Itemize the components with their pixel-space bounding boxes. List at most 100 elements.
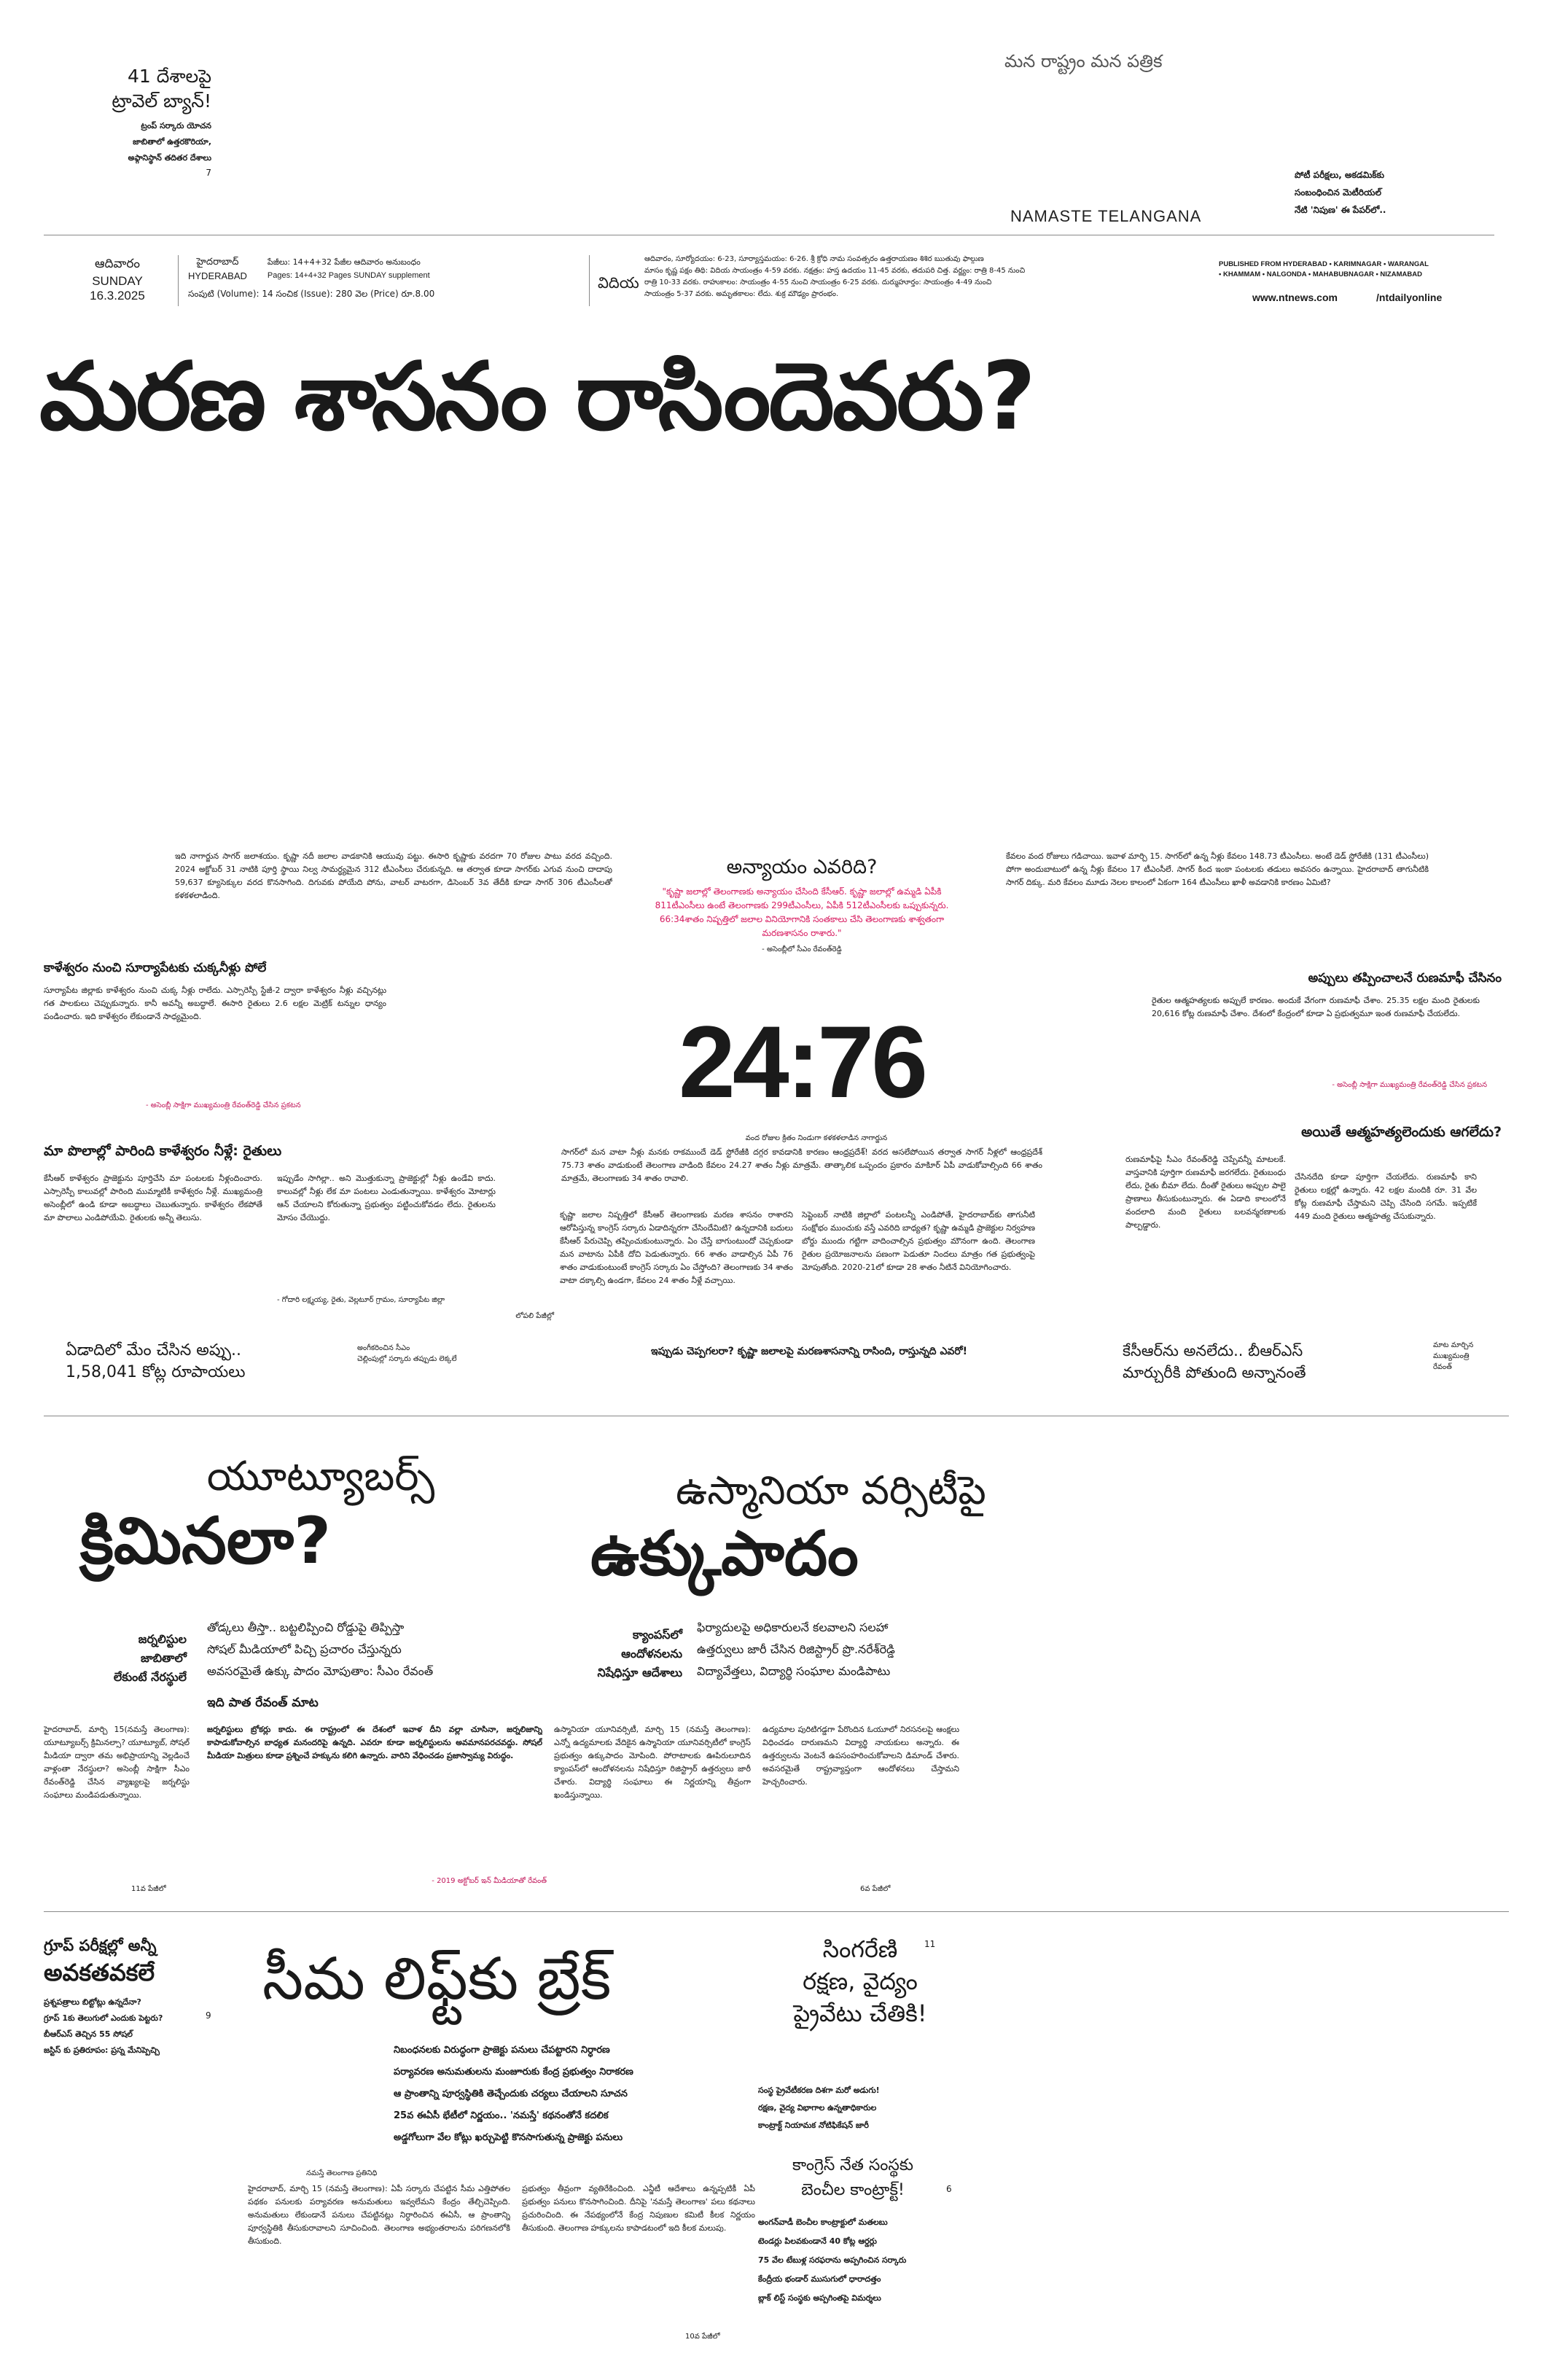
ratio-paragraph: సాగర్‌లో మన వాటా నీళ్లు మనకు రాకముందే డె… — [561, 1147, 1042, 1183]
loan-credit-line-2: చెల్లింపుల్లో సర్కారు తప్పుడు లెక్కలే — [357, 1355, 457, 1363]
farmers-body-2: ఇప్పుడేం సాగిల్లా.. అని మొత్తుకున్నా ప్ర… — [277, 1174, 496, 1222]
injustice-box-title: అన్యాయం ఎవరిది? — [726, 856, 878, 878]
tithi-label: విదియ — [598, 274, 639, 292]
panchangam-line-1: ఆదివారం, సూర్యోదయం: 6-23, సూర్యాస్తమయం: … — [644, 255, 984, 263]
injustice-box: అన్యాయం ఎవరిది? "కృష్ణా జలాల్లో తెలంగాణక… — [641, 854, 962, 955]
travel-ban-teaser[interactable]: 41 దేశాలపై ట్రావెల్ బ్యాన్! ట్రంప్ సర్కా… — [44, 64, 211, 178]
osmania-headline-1: ఉస్మానియా వర్సిటీపై — [676, 1467, 986, 1513]
loanwaiver-body: రైతుల ఆత్మహత్యలకు అప్పులే కారణం. అందుకే … — [1152, 996, 1480, 1018]
congress-page-number: 6 — [946, 2184, 952, 2194]
issue-date: 16.3.2025 — [90, 289, 145, 303]
osmania-body-2: ఉద్యమాల పురిటిగడ్డగా పేరొందిన ఓయూలో నిరస… — [762, 1725, 959, 1787]
osmania-side-3: నిషేధిస్తూ ఆదేశాలు — [597, 1666, 682, 1679]
lead-intro: ఇది నాగార్జున సాగర్ జలాశయం. కృష్ణా నదీ జ… — [175, 851, 612, 900]
youtubers-lead-1: తోడ్కలు తీస్తా.. బట్టలిప్పించి రోడ్డుపై … — [207, 1620, 405, 1634]
travel-ban-page-number: 7 — [206, 168, 211, 178]
seema-body-1: హైదరాబాద్, మార్చి 15 (నమస్తే తెలంగాణ): ఏ… — [248, 2184, 510, 2246]
kcr-headline-2: మార్చురీకి పోతుంది అన్నానంతే — [1123, 1364, 1306, 1381]
promo-line-1: పోటీ పరీక్షలు, అకడమిక్‌కు — [1295, 170, 1385, 180]
group-exams-teaser[interactable]: గ్రూప్ పరీక్షల్లో అన్నీ అవకతవకలే ప్రశ్నప… — [44, 1935, 262, 2059]
water-share-ratio: 24:76 — [678, 1004, 928, 1119]
date-block: ఆదివారం SUNDAY 16.3.2025 — [70, 257, 165, 303]
date-divider — [178, 255, 179, 306]
congress-sub-5: బ్లాక్ లిస్ట్ సంస్థకు అప్పగింతపై విమర్శల… — [758, 2293, 881, 2303]
kaleshwaram-body: సూర్యాపేట జిల్లాకు కాళేశ్వరం నుంచి చుక్క… — [44, 986, 386, 1021]
old-revanth-headline: ఇది పాత రేవంత్ మాట — [207, 1696, 319, 1710]
old-revanth-quote: జర్నలిస్టులు బ్రోకర్లు కాదు. ఈ రాష్ట్రంల… — [207, 1725, 542, 1760]
kcr-headline-1: కేసీఆర్‌ను అనలేదు.. బీఆర్ఎస్ — [1123, 1342, 1303, 1359]
loan-box: ఏడాదిలో మేం చేసిన అప్పు.. 1,58,041 కోట్ల… — [66, 1340, 401, 1384]
kaleshwaram-headline: కాళేశ్వరం నుంచి సూర్యాపేటకు చుక్కనీళ్లు … — [44, 961, 267, 975]
youtubers-lead: తోడ్కలు తీస్తా.. బట్టలిప్పించి రోడ్డుపై … — [207, 1617, 571, 1682]
center-column-1: కృష్ణా జలాల నిష్పత్తిలో కేసీఆర్ తెలంగాణక… — [560, 1210, 793, 1285]
social-handle[interactable]: /ntdailyonline — [1376, 292, 1443, 303]
congress-sub: అంగన్‌వాడీ బెంచీల కాంట్రాక్టులో మతలబు టె… — [758, 2213, 977, 2308]
youtubers-headline: యూట్యూబర్స్ క్రిమినలా? — [80, 1451, 547, 1579]
osmania-lead: ఫిర్యాదులపై అధికారులనే కలవాలని సలహా ఉత్త… — [697, 1617, 1090, 1682]
published-line-1: PUBLISHED FROM HYDERABAD • KARIMNAGAR • … — [1219, 260, 1429, 268]
injustice-credit: - అసెంబ్లీలో సీఎం రేవంత్‌రెడ్డి — [762, 945, 842, 953]
loan-credit: అంగీకరించిన సీఎం చెల్లింపుల్లో సర్కారు త… — [357, 1343, 547, 1365]
loanwaiver-credit: - అసెంబ్లీ సాక్షిగా ముఖ్యమంత్రి రేవంత్‌ర… — [1332, 1081, 1487, 1089]
city-english: HYDERABAD — [188, 270, 247, 281]
congress-contract-headline: కాంగ్రెస్ నేత సంస్థకు బెంచీల కాంట్రాక్ట్… — [758, 2153, 948, 2203]
day-english: SUNDAY — [92, 274, 143, 288]
osmania-lead-2: ఉత్తర్వులు జారీ చేసిన రిజిస్ట్రార్ ప్రొ.… — [697, 1642, 895, 1656]
paper-name: NAMASTE TELANGANA — [1010, 207, 1202, 225]
osmania-side-2: ఆందోళనలను — [621, 1647, 682, 1661]
lead-right-intro: కేవలం వంద రోజులు గడిచాయి. ఇవాళ మార్చి 15… — [1006, 851, 1429, 887]
tagline: మన రాష్ట్రం మన పత్రిక — [1004, 51, 1163, 71]
farmers-page-ref: లోపలి పేజీల్లో — [515, 1312, 554, 1320]
osmania-page-ref: 6వ పేజీలో — [860, 1885, 891, 1893]
old-revanth-credit: - 2019 అక్టోబర్ ఇన్ మీడియాతో రేవంత్ — [432, 1877, 547, 1885]
panchangam-line-4: సాయంత్రం 5-37 వరకు. అమృతకాలం: లేదు. శుక్… — [644, 290, 839, 298]
youtubers-side-3: లేకుంటే నేరస్థులే — [113, 1670, 187, 1684]
singareni-sub: సంస్థ ప్రైవేటీకరణ దిశగా మరో అడుగు! రక్షణ… — [758, 2082, 977, 2134]
osmania-side-1: క్యాంపస్‌లో — [632, 1628, 682, 1642]
travel-ban-sub-1: ట్రంప్ సర్కారు యోచన — [141, 121, 211, 130]
seema-lead-5: అడ్డగోలుగా వేల కోట్లు ఖర్చుపెట్టి కొనసాగ… — [394, 2132, 623, 2143]
pages-telugu: పేజీలు: 14+4+32 పేజీల ఆదివారం అనుబంధం — [267, 257, 421, 267]
youtubers-side-2: జాబితాలో — [140, 1651, 187, 1665]
singareni-sub-1: సంస్థ ప్రైవేటీకరణ దిశగా మరో అడుగు! — [758, 2086, 880, 2095]
group-page-number: 9 — [206, 2010, 211, 2021]
kcr-box: కేసీఆర్‌ను అనలేదు.. బీఆర్ఎస్ మార్చురీకి … — [1123, 1340, 1400, 1384]
congress-headline-1: కాంగ్రెస్ నేత సంస్థకు — [792, 2156, 913, 2174]
congress-sub-1: అంగన్‌వాడీ బెంచీల కాంట్రాక్టులో మతలబు — [758, 2217, 888, 2227]
seema-lead: నిబంధనలకు విరుద్ధంగా ప్రాజెక్టు పనులు చే… — [394, 2040, 948, 2149]
singareni-headline-3: ప్రైవేటు చేతికి! — [793, 1999, 927, 2027]
panchangam-line-2: మాసం కృష్ణ పక్షం తిథి: విదియ సాయంత్రం 4-… — [644, 267, 1026, 275]
edition-divider — [589, 255, 590, 306]
seema-lead-2: పర్యావరణ అనుమతులను మంజూరుకు కేంద్ర ప్రభు… — [394, 2067, 633, 2077]
osmania-headline-2: ఉక్కుపాదం — [590, 1518, 859, 1589]
travel-ban-title-line-2: ట్రావెల్ బ్యాన్! — [112, 90, 211, 112]
suicide-body-2: చేసినదేది కూడా పూర్తిగా చేయలేదు. రుణమాఫీ… — [1295, 1172, 1477, 1221]
group-headline-1: గ్రూప్ పరీక్షల్లో అన్నీ — [44, 1937, 157, 1954]
loan-headline: ఏడాదిలో మేం చేసిన అప్పు.. — [66, 1341, 241, 1359]
farmers-headline: మా పొలాల్లో పారింది కాళేశ్వరం నీళ్లే: రై… — [44, 1143, 282, 1159]
farmers-body-1: కేసీఆర్ కాళేశ్వరం ప్రాజెక్టును పూర్తిచేస… — [44, 1174, 262, 1222]
youtubers-headline-1: యూట్యూబర్స్ — [206, 1453, 435, 1500]
youtubers-side: జర్నలిస్టుల జాబితాలో లేకుంటే నేరస్థులే — [44, 1630, 187, 1687]
congress-headline-2: బెంచీల కాంట్రాక్ట్! — [801, 2181, 905, 2199]
city-telugu: హైదరాబాద్ — [196, 257, 239, 268]
youtubers-page-ref: 11వ పేజీలో — [131, 1885, 166, 1893]
group-sub-1: ప్రశ్నపత్రాలు బిట్టోట్లు ఉన్నదేనా? — [44, 1997, 141, 2007]
kcr-credit-2: ముఖ్యమంత్రి — [1433, 1352, 1470, 1360]
osmania-lead-3: విద్యావేత్తలు, విద్యార్థి సంఘాల మండిపాటు — [697, 1664, 891, 1678]
published-from: PUBLISHED FROM HYDERABAD • KARIMNAGAR • … — [1219, 260, 1510, 280]
singareni-page-number: 11 — [924, 1939, 936, 1949]
main-headline: మరణ శాసనం రాసిందెవరు? — [39, 343, 1036, 451]
ratio-caption: వంద రోజుల క్రితం నిండుగా కళకళలాడిన నాగార… — [745, 1134, 888, 1142]
suicide-headline: అయితే ఆత్మహత్యలెందుకు ఆగలేదు? — [1301, 1124, 1502, 1140]
group-sub-4: జస్టిస్ కు ప్రతిరూపం: ప్రస్న మేనిప్పెచ్చ… — [44, 2045, 160, 2055]
osmania-lead-1: ఫిర్యాదులపై అధికారులనే కలవాలని సలహా — [697, 1620, 889, 1634]
youtubers-side-1: జర్నలిస్టుల — [138, 1632, 187, 1646]
website-link[interactable]: www.ntnews.com — [1252, 292, 1338, 303]
youtubers-lead-3: అవసరమైతే ఉక్కు పాదం మోపుతాం: సీఎం రేవంత్ — [207, 1664, 434, 1678]
day-telugu: ఆదివారం — [94, 257, 141, 271]
travel-ban-sub-2: జాబితాలో ఉత్తరకొరియా, — [133, 137, 211, 147]
youtubers-headline-2: క్రిమినలా? — [80, 1503, 331, 1578]
nipuna-promo[interactable]: పోటీ పరీక్షలు, అకడమిక్‌కు సంబంధించిన మెట… — [1295, 166, 1470, 219]
volume-issue-price: సంపుటి (Volume): 14 సంచిక (Issue): 280 వ… — [188, 289, 435, 299]
